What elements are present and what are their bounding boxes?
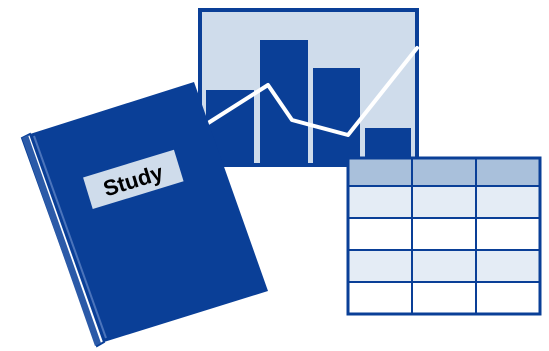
table-row-fill	[348, 186, 540, 218]
study-book-icon: Study	[20, 82, 268, 348]
book-label-plate	[83, 149, 184, 210]
book-cover-edge	[33, 135, 107, 339]
table-border	[346, 156, 542, 316]
table-row-fill	[348, 250, 540, 282]
book-spine	[22, 135, 101, 346]
table-header-row	[348, 158, 540, 186]
chart-trend-line	[203, 46, 419, 137]
chart-bar	[313, 68, 360, 165]
spreadsheet-table-icon	[346, 156, 542, 316]
book-cover	[30, 82, 268, 342]
chart-bar	[260, 40, 308, 165]
bar-line-chart-icon	[198, 8, 419, 167]
